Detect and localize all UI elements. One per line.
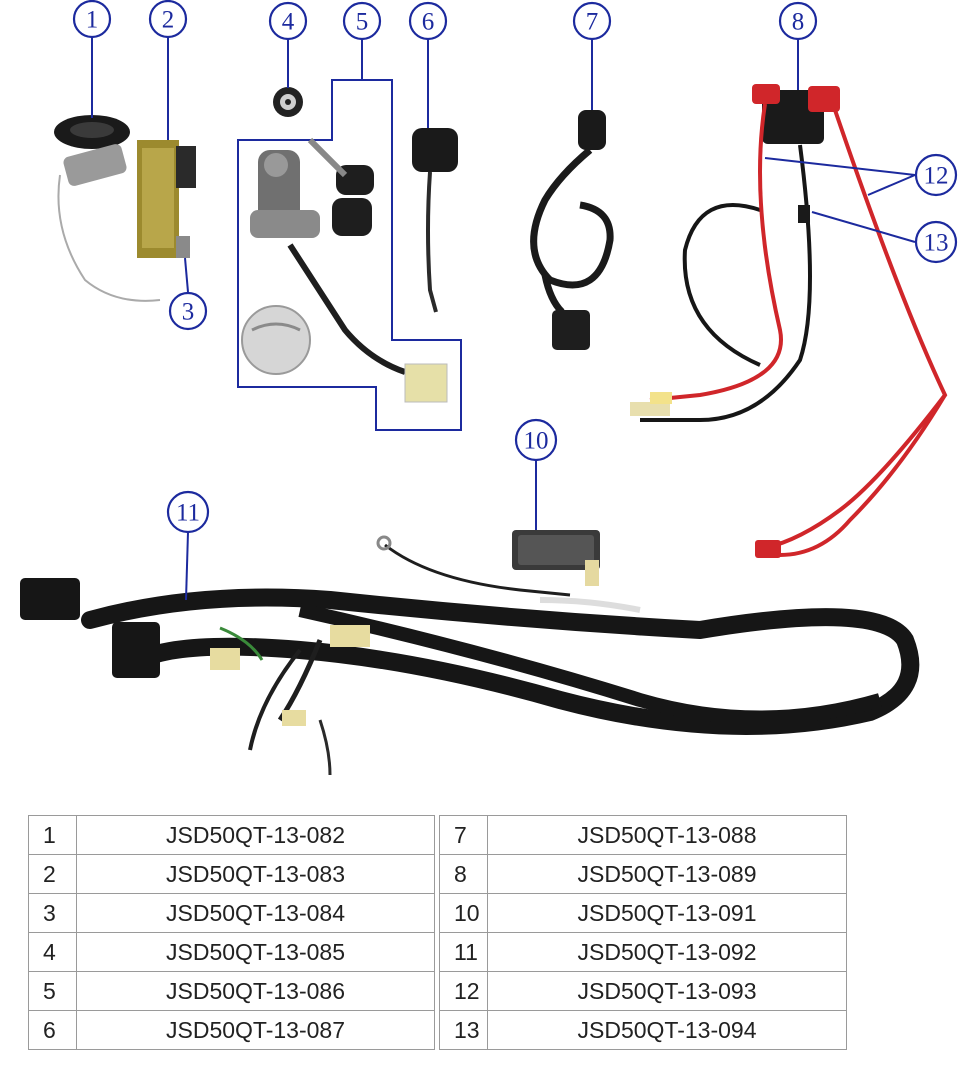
part-code-cell: JSD50QT-13-089 xyxy=(487,854,847,894)
part-code-cell: JSD50QT-13-085 xyxy=(76,932,435,972)
callout-4: 4 xyxy=(268,1,308,41)
part-code-cell: JSD50QT-13-092 xyxy=(487,932,847,972)
callout-11: 11 xyxy=(166,490,210,534)
part-washer xyxy=(273,87,303,117)
callout-13-label: 13 xyxy=(924,230,949,257)
part-number-cell: 11 xyxy=(439,932,488,972)
parts-diagram: 1 2 3 4 5 6 7 8 10 11 12 13 xyxy=(20,0,958,776)
part-code-cell: JSD50QT-13-083 xyxy=(76,854,435,894)
callout-12-label: 12 xyxy=(924,163,949,190)
part-number-cell: 8 xyxy=(439,854,488,894)
part-code-cell: JSD50QT-13-093 xyxy=(487,971,847,1011)
part-number-cell: 5 xyxy=(28,971,77,1011)
part-number-cell: 4 xyxy=(28,932,77,972)
callout-3: 3 xyxy=(168,291,208,331)
part-number-cell: 13 xyxy=(439,1010,488,1050)
callout-5-label: 5 xyxy=(356,9,369,36)
part-code-cell: JSD50QT-13-088 xyxy=(487,815,847,855)
part-number-cell: 1 xyxy=(28,815,77,855)
callout-1: 1 xyxy=(72,0,112,39)
part-code-cell: JSD50QT-13-094 xyxy=(487,1010,847,1050)
leader-lines xyxy=(91,38,916,601)
part-number-cell: 10 xyxy=(439,893,488,933)
callout-3-label: 3 xyxy=(182,299,195,326)
callout-10-label: 10 xyxy=(524,428,549,455)
part-cap-wire xyxy=(412,128,458,313)
callout-6: 6 xyxy=(408,1,448,41)
callout-13: 13 xyxy=(914,220,958,264)
callout-2-label: 2 xyxy=(162,7,175,34)
part-code-cell: JSD50QT-13-091 xyxy=(487,893,847,933)
callout-7-label: 7 xyxy=(586,9,599,36)
callout-4-label: 4 xyxy=(282,9,295,36)
part-horn-assembly xyxy=(54,115,196,302)
part-number-cell: 7 xyxy=(439,815,488,855)
callout-6-label: 6 xyxy=(422,9,435,36)
callout-11-label: 11 xyxy=(176,500,200,527)
callout-1-label: 1 xyxy=(86,7,99,34)
part-code-cell: JSD50QT-13-087 xyxy=(76,1010,435,1050)
part-ignition-switch-set xyxy=(237,79,462,431)
part-number-cell: 12 xyxy=(439,971,488,1011)
part-main-harness xyxy=(20,535,920,776)
callout-8-label: 8 xyxy=(792,9,805,36)
part-battery-cables xyxy=(630,84,948,558)
callout-5: 5 xyxy=(342,1,382,41)
callout-7: 7 xyxy=(572,1,612,41)
callout-10: 10 xyxy=(514,418,558,462)
part-code-cell: JSD50QT-13-086 xyxy=(76,971,435,1011)
part-number-cell: 2 xyxy=(28,854,77,894)
part-number-cell: 3 xyxy=(28,893,77,933)
part-number-cell: 6 xyxy=(28,1010,77,1050)
part-code-cell: JSD50QT-13-084 xyxy=(76,893,435,933)
callout-2: 2 xyxy=(148,0,188,39)
part-spark-plug-cable xyxy=(530,110,614,350)
part-relay xyxy=(512,530,600,586)
callout-8: 8 xyxy=(778,1,818,41)
part-code-cell: JSD50QT-13-082 xyxy=(76,815,435,855)
callout-12: 12 xyxy=(914,153,958,197)
